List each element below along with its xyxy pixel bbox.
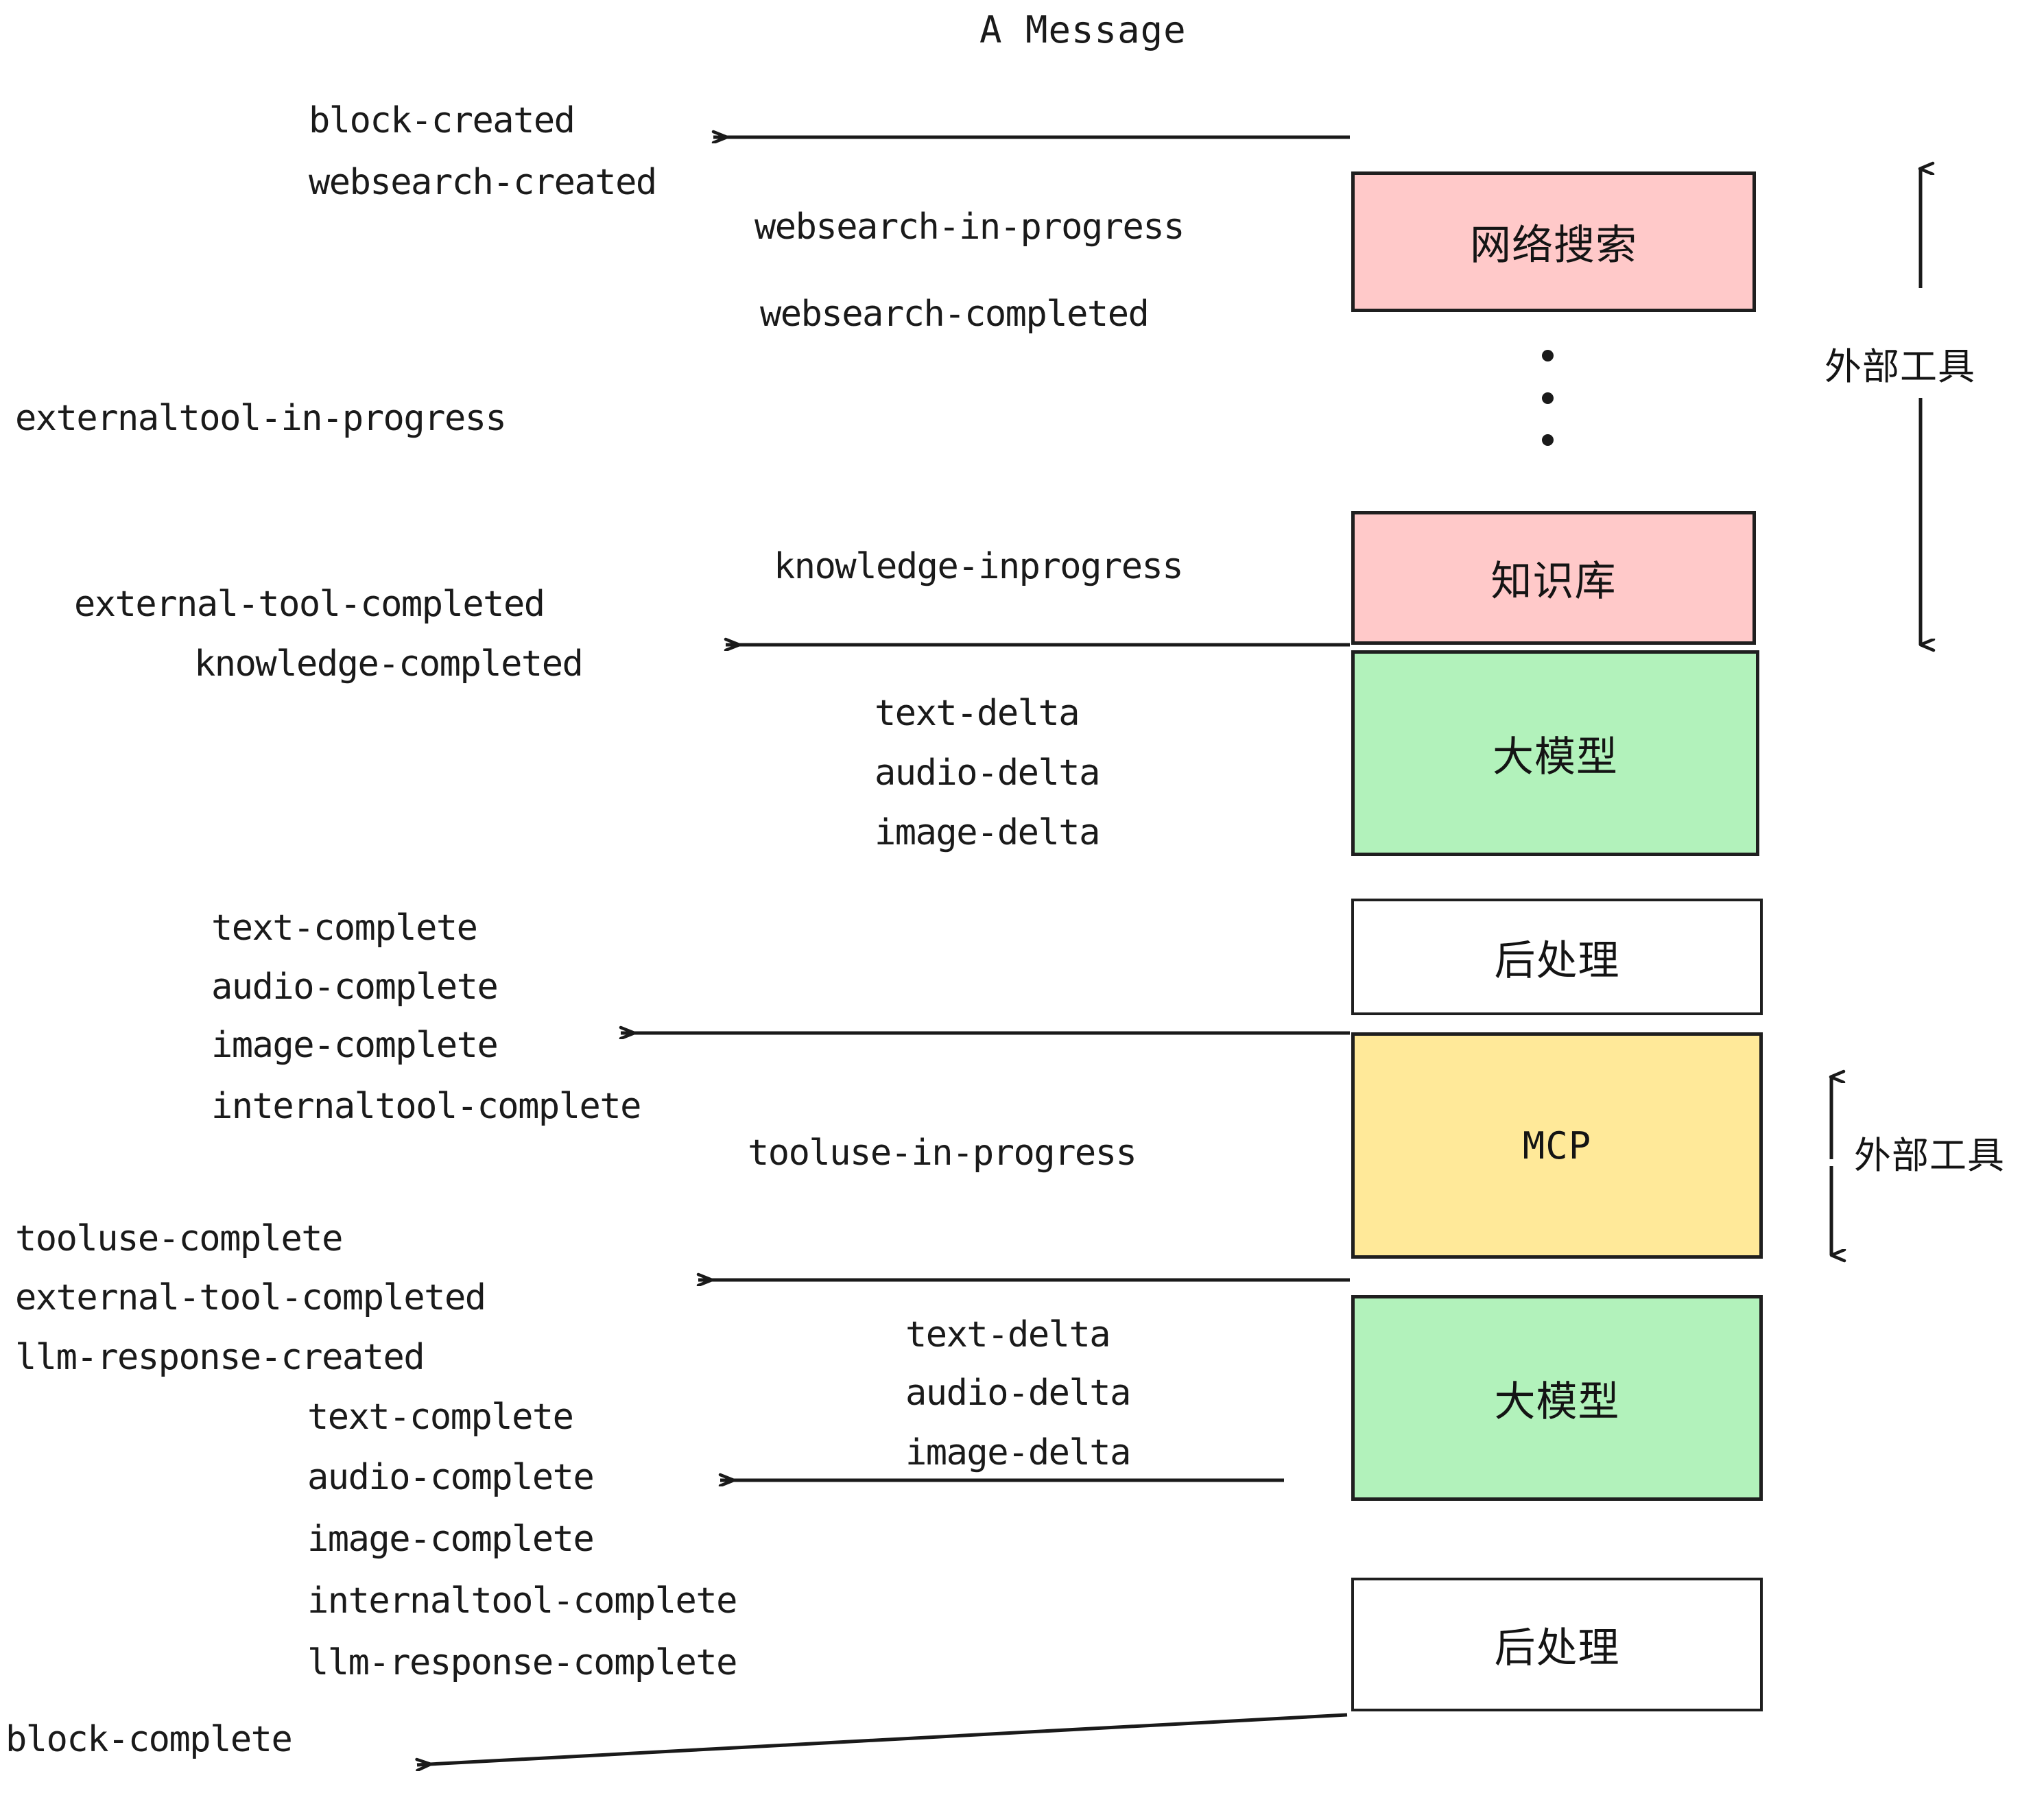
event-websearch-completed: websearch-completed	[760, 294, 1150, 335]
diagram-title: A Message	[979, 8, 1187, 51]
event-block-complete: block-complete	[5, 1719, 293, 1760]
event-image-delta-1: image-delta	[875, 812, 1100, 853]
external-tool-label-top: 外部工具	[1825, 345, 1975, 388]
event-internaltool-complete-1: internaltool-complete	[211, 1086, 641, 1127]
box-postprocess-first: 后处理	[1351, 899, 1763, 1015]
event-llm-response-created: llm-response-created	[15, 1337, 425, 1378]
event-tooluse-in-progress: tooluse-in-progress	[748, 1132, 1137, 1174]
box-mcp-label: MCP	[1522, 1124, 1592, 1167]
event-knowledge-inprogress: knowledge-inprogress	[774, 546, 1184, 587]
box-postprocess-second: 后处理	[1351, 1578, 1763, 1711]
event-text-complete-1: text-complete	[211, 907, 478, 949]
event-external-tool-completed-2: external-tool-completed	[15, 1277, 486, 1318]
event-audio-delta-1: audio-delta	[875, 752, 1100, 794]
event-image-complete-1: image-complete	[211, 1025, 499, 1066]
box-knowledge: 知识库	[1351, 511, 1756, 645]
event-tooluse-complete: tooluse-complete	[15, 1218, 343, 1259]
box-knowledge-label: 知识库	[1490, 558, 1617, 606]
event-websearch-created: websearch-created	[309, 162, 657, 203]
box-llm-second: 大模型	[1351, 1295, 1763, 1501]
box-websearch-label: 网络搜索	[1470, 222, 1637, 270]
event-external-tool-completed-1: external-tool-completed	[74, 584, 545, 625]
event-audio-complete-1: audio-complete	[211, 966, 499, 1008]
event-text-complete-2: text-complete	[307, 1397, 574, 1438]
event-text-delta-2: text-delta	[905, 1314, 1111, 1355]
vertical-ellipsis-icon	[1542, 350, 1554, 446]
arrow-postprocess-to-block-complete	[417, 1713, 1348, 1765]
event-audio-delta-2: audio-delta	[905, 1373, 1131, 1414]
event-block-created: block-created	[309, 100, 575, 141]
event-audio-complete-2: audio-complete	[307, 1457, 595, 1498]
box-llm-first-label: 大模型	[1493, 733, 1618, 781]
event-internaltool-complete-2: internaltool-complete	[307, 1580, 737, 1622]
external-tool-label-bottom: 外部工具	[1854, 1134, 2005, 1177]
box-websearch: 网络搜索	[1351, 171, 1756, 312]
box-llm-first: 大模型	[1351, 650, 1759, 856]
box-postprocess-second-label: 后处理	[1494, 1624, 1620, 1672]
event-image-delta-2: image-delta	[905, 1432, 1131, 1473]
event-llm-response-complete: llm-response-complete	[307, 1642, 737, 1683]
event-text-delta-1: text-delta	[875, 693, 1080, 734]
box-llm-second-label: 大模型	[1494, 1377, 1620, 1426]
box-mcp: MCP	[1351, 1032, 1763, 1259]
event-websearch-in-progress: websearch-in-progress	[754, 206, 1185, 248]
event-image-complete-2: image-complete	[307, 1519, 595, 1560]
box-postprocess-first-label: 后处理	[1494, 936, 1620, 985]
event-knowledge-completed: knowledge-completed	[194, 643, 584, 685]
event-externaltool-in-progress: externaltool-in-progress	[15, 398, 507, 439]
